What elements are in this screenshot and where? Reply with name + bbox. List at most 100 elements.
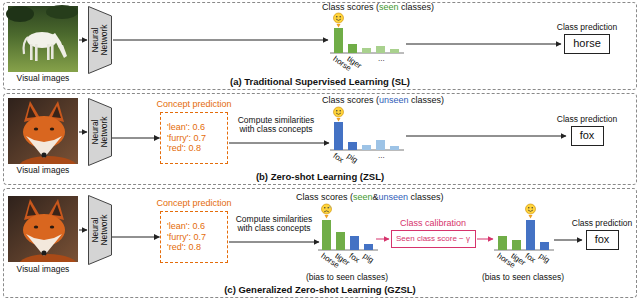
image-caption: Visual images	[17, 265, 70, 274]
emoji-happy	[336, 19, 341, 20]
bar-chart	[494, 220, 554, 250]
chart-note: (bias to seen classes)	[482, 273, 564, 282]
horse-photo	[58, 45, 67, 58]
panel-frame: (a) Traditional Supervised Learning (SL)…	[3, 2, 637, 90]
bar-chart	[376, 46, 385, 53]
bar-chart	[330, 28, 404, 53]
emoji-happy	[528, 207, 529, 208]
prediction-heading: Class prediction	[572, 219, 632, 228]
emoji-happy	[336, 110, 337, 111]
emoji-happy	[526, 204, 536, 214]
flow-arrow	[113, 40, 328, 41]
network-block: Neural Network	[88, 195, 112, 265]
prediction-box: Class predictionhorse	[564, 34, 610, 54]
fox-photo	[8, 196, 78, 278]
chart-title: unseen	[379, 193, 409, 203]
panel-caption: (b) Zero-shot Learning (ZSL)	[4, 172, 636, 182]
bar-chart	[336, 232, 345, 250]
chart-title: Class scores (	[296, 193, 353, 203]
bar-chart	[348, 142, 357, 150]
bar-chart	[512, 240, 521, 250]
concept-score: 'red': 0.8	[167, 143, 201, 154]
concept-box: Concept prediction'lean': 0.6'furry': 0.…	[160, 211, 228, 263]
concept-score: 'lean': 0.6	[167, 221, 205, 232]
bar-chart	[318, 220, 378, 250]
predicted-class: fox	[580, 129, 595, 142]
horse-photo	[35, 44, 38, 61]
operation-note: Compute similarities with class concepts	[230, 215, 318, 234]
prediction-heading: Class prediction	[557, 23, 617, 32]
horse-photo	[46, 5, 78, 19]
bar-label: pig	[537, 252, 551, 265]
calibration-arrow	[376, 239, 389, 240]
bar-chart	[376, 140, 385, 150]
flow-arrow	[79, 230, 87, 231]
bar-label: pig	[345, 152, 359, 165]
emoji-sad	[322, 204, 332, 214]
image-caption: Visual images	[17, 74, 70, 83]
pointer-arrow	[337, 118, 341, 122]
concept-heading: Concept prediction	[156, 199, 231, 209]
flow-arrow	[229, 242, 319, 243]
emoji-sad	[324, 207, 325, 208]
concept-heading: Concept prediction	[156, 100, 231, 110]
bar-chart	[322, 220, 331, 250]
bar-chart	[390, 49, 399, 53]
emoji-happy	[532, 207, 533, 208]
bar-chart	[526, 220, 535, 250]
bar-chart	[330, 122, 404, 150]
flow-arrow	[406, 44, 561, 45]
chart-title: classes)	[411, 96, 444, 106]
concept-score: 'furry': 0.7	[167, 133, 206, 144]
operation-note: Compute similarities with class concepts	[232, 116, 320, 135]
network-label: Neural Network	[88, 208, 112, 252]
bar-label: ...	[378, 55, 385, 64]
emoji-happy	[334, 107, 344, 117]
network-label: Neural Network	[88, 110, 112, 154]
concept-score: 'furry': 0.7	[167, 232, 206, 243]
emoji-sad	[328, 207, 329, 208]
flow-arrow	[79, 40, 87, 41]
calibration-arrow	[477, 239, 493, 240]
emoji-sad	[322, 204, 332, 214]
horse-photo	[47, 44, 50, 60]
flow-arrow	[406, 136, 566, 137]
bar-label: fox	[331, 152, 345, 165]
emoji-happy	[334, 13, 344, 23]
emoji-sad	[329, 206, 330, 209]
emoji-happy	[336, 113, 341, 114]
chart-title: classes)	[401, 3, 434, 13]
bar-chart	[348, 44, 357, 53]
emoji-sad	[324, 211, 329, 212]
flow-arrow	[112, 138, 160, 139]
horse-photo	[6, 5, 78, 72]
network-shape	[89, 99, 112, 166]
flow-arrow	[112, 237, 160, 238]
flow-arrow	[79, 40, 582, 242]
bar-chart	[540, 242, 549, 250]
horse-photo	[51, 44, 54, 59]
prediction-box: Class predictionfox	[571, 126, 604, 146]
network-shape	[89, 196, 112, 265]
emoji-happy	[334, 13, 344, 23]
chart-title: &	[373, 193, 379, 203]
emoji-happy	[336, 16, 337, 17]
panel-caption: (c) Generalized Zero-shot Learning (GZSL…	[4, 285, 636, 295]
emoji-happy	[528, 210, 533, 211]
concept-box: Concept prediction'lean': 0.6'furry': 0.…	[160, 112, 228, 164]
chart-title: unseen	[379, 96, 409, 106]
concept-score: 'red': 0.8	[167, 242, 201, 253]
chart-note: (bias to seen classes)	[306, 273, 388, 282]
pointer-arrow	[325, 215, 329, 219]
horse-photo	[6, 6, 34, 22]
horse-photo	[24, 37, 29, 54]
emoji-happy	[340, 16, 341, 17]
bar-label: pig	[361, 252, 375, 265]
chart-title: Class scores (	[322, 3, 379, 13]
chart-title: classes)	[411, 193, 444, 203]
horse-photo	[30, 44, 33, 60]
predicted-class: fox	[595, 233, 610, 246]
bar-chart	[362, 48, 371, 53]
bar-chart	[390, 146, 399, 150]
image-caption: Visual images	[17, 166, 70, 175]
